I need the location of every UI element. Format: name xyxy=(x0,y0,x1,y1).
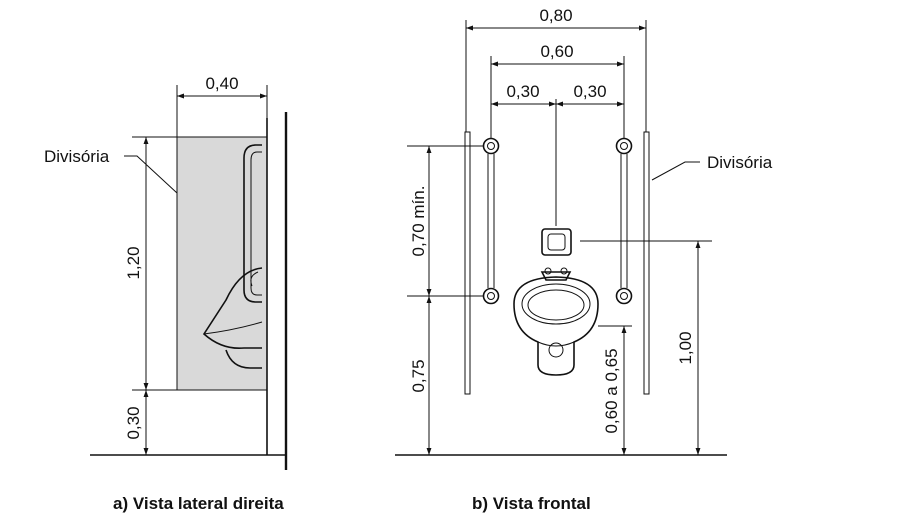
side-partition-leader xyxy=(124,155,178,194)
dim-front-flush-height: 1,00 xyxy=(676,331,695,364)
dim-front-bar-spacing: 0,60 xyxy=(540,42,573,61)
front-view: 0,80 0,60 0,30 0,30 0,70 mín. 0,75 0,60 … xyxy=(395,6,773,513)
side-grab-bar xyxy=(243,144,262,303)
front-partition-label: Divisória xyxy=(707,153,773,172)
front-grab-bar-left xyxy=(482,137,500,305)
dim-front-rim-height: 0,60 a 0,65 xyxy=(602,348,621,433)
side-partition-label: Divisória xyxy=(44,147,110,166)
front-urinal xyxy=(513,267,599,376)
side-view: 0,40 1,20 0,30 Divisória a) Vista latera… xyxy=(44,74,288,513)
front-partition-leader xyxy=(651,161,700,181)
front-partition-left xyxy=(464,131,471,395)
side-view-caption: a) Vista lateral direita xyxy=(113,494,284,513)
dim-side-width: 0,40 xyxy=(205,74,238,93)
flush-valve xyxy=(541,228,572,256)
front-view-caption: b) Vista frontal xyxy=(472,494,591,513)
dim-front-bar-length: 0,70 mín. xyxy=(409,186,428,257)
dim-side-base: 0,30 xyxy=(124,406,143,439)
dim-front-total-width: 0,80 xyxy=(539,6,572,25)
front-grab-bar-right xyxy=(615,137,633,305)
front-partition-right xyxy=(643,131,650,395)
dim-front-half-right: 0,30 xyxy=(573,82,606,101)
dim-front-half-left: 0,30 xyxy=(506,82,539,101)
side-partition-panel xyxy=(176,136,268,391)
dim-side-height: 1,20 xyxy=(124,246,143,279)
dim-front-bar-height: 0,75 xyxy=(409,359,428,392)
